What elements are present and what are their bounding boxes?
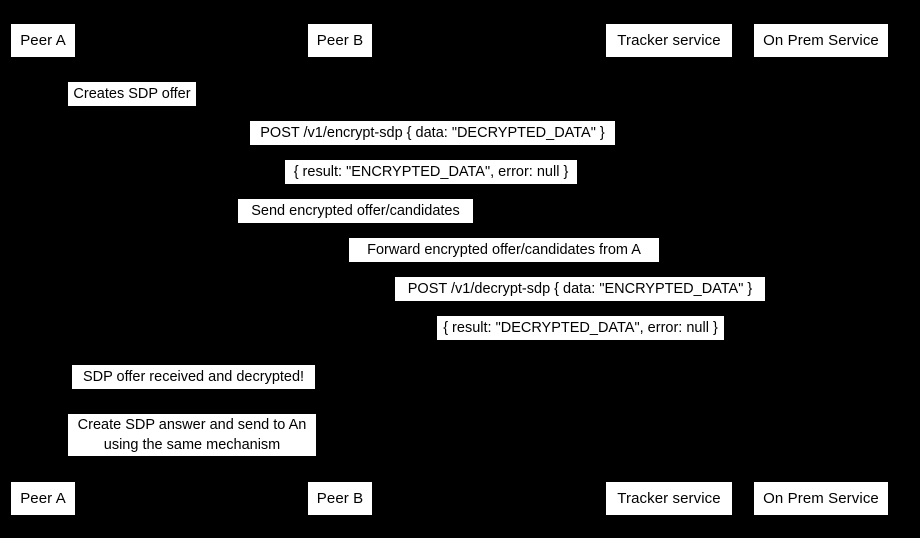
- participant-footer-peer-a[interactable]: Peer A: [10, 481, 76, 516]
- participant-label: Peer A: [20, 490, 66, 507]
- message-label-line-1: Create SDP answer and send to An: [77, 417, 307, 433]
- message-label-create-sdp-answer: Create SDP answer and send to An using t…: [68, 414, 316, 456]
- message-label-decrypt-sdp-result: { result: "DECRYPTED_DATA", error: null …: [437, 316, 724, 340]
- message-label-line-2: using the same mechanism: [103, 437, 281, 453]
- lifeline-peer-b: [340, 58, 341, 480]
- message-label-encrypt-sdp-result: { result: "ENCRYPTED_DATA", error: null …: [285, 160, 577, 184]
- lifeline-tracker-service: [669, 58, 670, 480]
- participant-label: Tracker service: [617, 32, 721, 49]
- participant-label: On Prem Service: [763, 490, 879, 507]
- participant-header-tracker-service[interactable]: Tracker service: [605, 23, 733, 58]
- participant-header-on-prem-service[interactable]: On Prem Service: [753, 23, 889, 58]
- participant-label: Tracker service: [617, 490, 721, 507]
- message-label-post-encrypt-sdp: POST /v1/encrypt-sdp { data: "DECRYPTED_…: [250, 121, 615, 145]
- message-label-send-encrypted-offer: Send encrypted offer/candidates: [238, 199, 473, 223]
- participant-label: On Prem Service: [763, 32, 879, 49]
- message-label-forward-encrypted-offer: Forward encrypted offer/candidates from …: [349, 238, 659, 262]
- participant-header-peer-a[interactable]: Peer A: [10, 23, 76, 58]
- participant-label: Peer B: [316, 490, 364, 507]
- participant-footer-peer-b[interactable]: Peer B: [307, 481, 373, 516]
- lifeline-on-prem-service: [821, 58, 822, 480]
- participant-footer-on-prem-service[interactable]: On Prem Service: [753, 481, 889, 516]
- message-label-creates-sdp-offer: Creates SDP offer: [68, 82, 196, 106]
- message-label-sdp-offer-received: SDP offer received and decrypted!: [72, 365, 315, 389]
- participant-label: Peer B: [316, 32, 364, 49]
- message-label-post-decrypt-sdp: POST /v1/decrypt-sdp { data: "ENCRYPTED_…: [395, 277, 765, 301]
- participant-header-peer-b[interactable]: Peer B: [307, 23, 373, 58]
- lifeline-peer-a: [43, 58, 44, 480]
- participant-label: Peer A: [20, 32, 66, 49]
- participant-footer-tracker-service[interactable]: Tracker service: [605, 481, 733, 516]
